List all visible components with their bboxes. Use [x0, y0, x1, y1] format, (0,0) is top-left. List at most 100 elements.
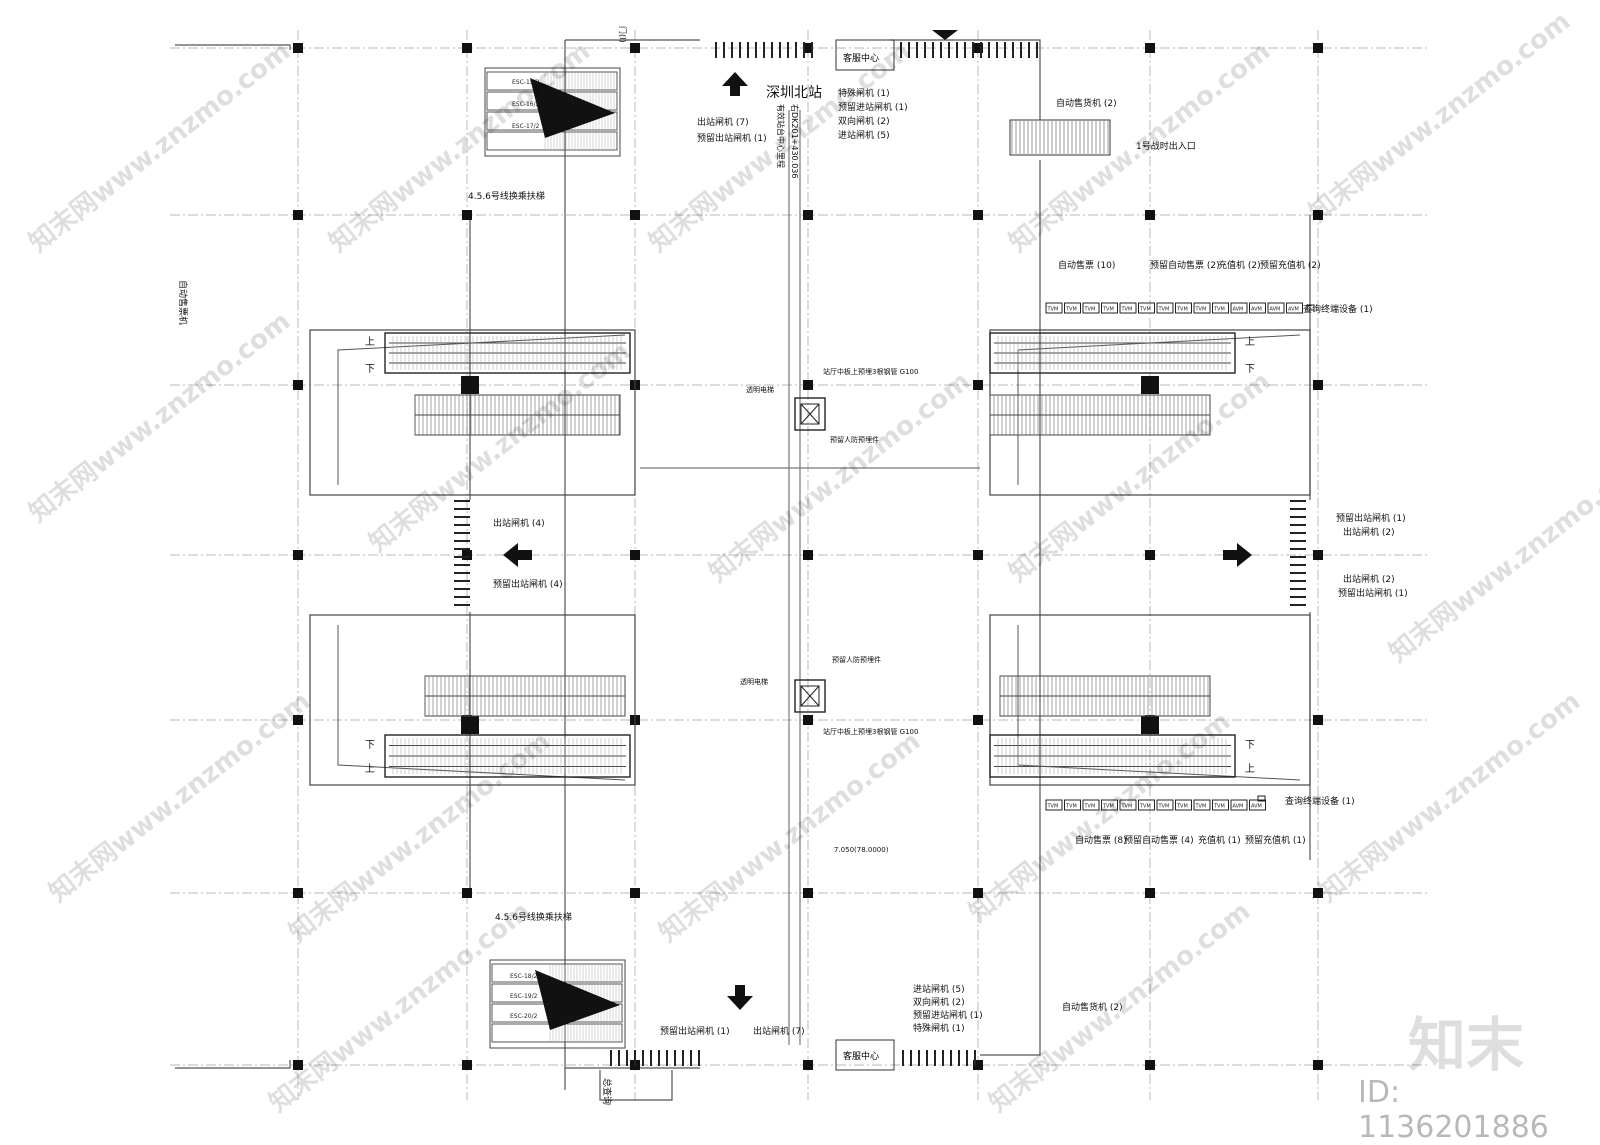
gate-left [454, 548, 470, 550]
column [803, 43, 813, 53]
transfer-bottom-label: 4.5.6号线换乘扶梯 [495, 911, 572, 923]
wall-segment [890, 39, 1041, 120]
temp-entrance-label: 1号战时出入口 [1136, 140, 1196, 152]
ticket-top-reserved-label: 预留自动售票 (2) [1150, 259, 1220, 271]
gate-top-left [803, 42, 805, 58]
escalator-code-top: ESC-15/2 [512, 79, 540, 86]
escalator-direction-up: 上 [365, 763, 375, 775]
service-center-bottom-label: 客服中心 [843, 1050, 879, 1062]
gate-right [1290, 540, 1306, 542]
column [462, 550, 472, 560]
stair-temp-entrance [1009, 119, 1111, 156]
gate-left [454, 508, 470, 510]
gate-top-right [1004, 42, 1006, 58]
gate-top-left [723, 42, 725, 58]
column [973, 210, 983, 220]
gate-bottom-left [698, 1050, 700, 1066]
gate-top-right [940, 42, 942, 58]
escalator-code-top: ESC-17/2 [512, 123, 540, 130]
machines-top-machine [1249, 302, 1266, 314]
column [293, 1060, 303, 1070]
gate-right [1290, 508, 1306, 510]
arrow-down-icon [727, 985, 753, 1010]
wall-segment [980, 160, 1041, 1056]
gate-reserved-exit-top-left: 预留出站闸机 (1) [697, 132, 767, 144]
gate-right [1290, 500, 1306, 502]
gate-left [454, 604, 470, 606]
transfer-top-label: 4.5.6号线换乘扶梯 [468, 190, 545, 202]
gate-reserved-exit-right-lower: 预留出站闸机 (1) [1338, 587, 1408, 599]
watermark-brand: 知末 [1408, 1011, 1525, 1079]
machines-bottom-machine [1193, 799, 1211, 811]
stair-block-top-left-inner [337, 334, 626, 485]
elevator-top-label: 透明电梯 [746, 385, 774, 394]
wall-segment [175, 1060, 291, 1069]
gate-left [454, 516, 470, 518]
column [1145, 888, 1155, 898]
transfer-escalator-top-cut [530, 78, 615, 138]
gate-top-left [755, 42, 757, 58]
gate-top-right [980, 42, 982, 58]
machines-top-machine [1082, 302, 1100, 314]
wall-segment [175, 44, 291, 50]
gate-right [1290, 556, 1306, 558]
gate-bottom-left [642, 1050, 644, 1066]
column [293, 43, 303, 53]
gate-top-left [747, 42, 749, 58]
gate-rows [454, 42, 1306, 1066]
machines-top-machine [1175, 302, 1192, 314]
column [293, 380, 303, 390]
escalator-direction-down: 下 [1245, 740, 1255, 751]
column-large [461, 376, 479, 394]
service-center-top-label: 客服中心 [843, 52, 879, 64]
arrow-up-icon [722, 72, 748, 96]
gate-bidirectional-bottom: 双向闸机 (2) [913, 996, 965, 1008]
column [293, 550, 303, 560]
gate-top-left [779, 42, 781, 58]
gate-top-right [916, 42, 918, 58]
gate-right [1290, 572, 1306, 574]
charge-bottom-reserved-label: 预留充值机 (1) [1245, 834, 1306, 846]
column [462, 210, 472, 220]
gate-top-left [811, 42, 813, 58]
gate-top-left [715, 42, 717, 58]
gate-reserved-exit-right-upper: 预留出站闸机 (1) [1336, 512, 1406, 524]
gate-top-right [1020, 42, 1022, 58]
escalator-direction-down: 下 [365, 364, 375, 375]
charge-top-label: 充值机 (2) [1218, 259, 1261, 271]
gate-bottom-left [682, 1050, 684, 1066]
machines-bottom-code: TVM [1195, 804, 1207, 810]
gate-left [454, 524, 470, 526]
escalator-direction-down: 下 [365, 740, 375, 751]
charge-bottom-label: 充值机 (1) [1198, 834, 1241, 846]
machines-top-machine [1193, 302, 1211, 314]
column [462, 43, 472, 53]
machines-top-code: AVM [1233, 307, 1244, 313]
column [1313, 715, 1323, 725]
escalator-code-labels: ESC-15/2ESC-16/2ESC-17/2ESC-18/2ESC-19/2… [510, 79, 540, 1020]
station-name: 深圳北站 [766, 85, 822, 101]
column [1313, 550, 1323, 560]
machines-bottom-code: TVM [1102, 804, 1114, 810]
annotations: 深圳北站 出站闸机 (7) 预留出站闸机 (1) 特殊闸机 (1) 预留进站闸机… [177, 26, 1408, 1105]
machines-bottom-machine [1138, 799, 1155, 811]
gate-right [1290, 588, 1306, 590]
gate-reserved-entry-bottom: 预留进站闸机 (1) [913, 1009, 983, 1021]
column [1145, 1060, 1155, 1070]
gate-right [1290, 596, 1306, 598]
column [973, 1060, 983, 1070]
gate-bottom-right [958, 1050, 960, 1066]
machines-bottom-code: TVM [1084, 804, 1096, 810]
machines-top-code: TVM [1065, 307, 1077, 313]
column [973, 715, 983, 725]
gate-right [1290, 564, 1306, 566]
gate-top-right [972, 42, 974, 58]
machines-top-machine [1156, 302, 1174, 314]
charge-top-reserved-label: 预留充值机 (2) [1260, 259, 1321, 271]
service-center-bottom: 客服中心 [835, 1039, 895, 1071]
elevator-bottom [794, 679, 826, 713]
column [803, 380, 813, 390]
column [462, 1060, 472, 1070]
machines-bottom-machine [1064, 799, 1081, 811]
